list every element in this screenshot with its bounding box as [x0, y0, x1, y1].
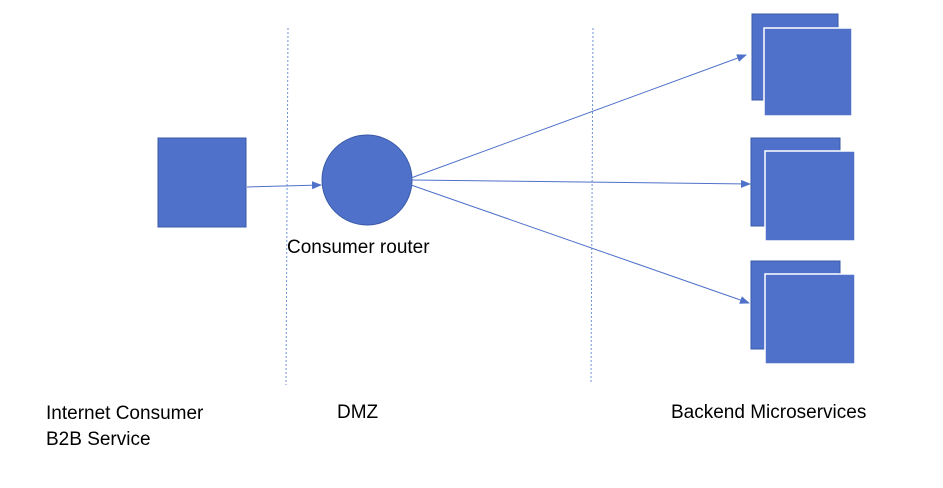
- zone-label-backend: Backend Microservices: [671, 402, 867, 423]
- arrow-router-to-service-top: [410, 54, 747, 179]
- backend-service-bottom: [750, 260, 856, 365]
- arrow-consumer-to-router: [246, 181, 322, 190]
- consumer-node: [157, 137, 247, 228]
- divider-dmz-backend: [590, 27, 594, 385]
- zone-label-consumer-line2: B2B Service: [46, 429, 151, 450]
- divider-consumer-dmz: [285, 27, 289, 386]
- backend-service-top: [751, 13, 853, 117]
- router-label: Consumer router: [287, 237, 430, 258]
- arrow-router-to-service-bottom: [410, 184, 750, 304]
- zone-label-consumer-line1: Internet Consumer: [46, 403, 204, 424]
- router-node: [321, 134, 413, 226]
- backend-service-middle: [750, 137, 856, 242]
- arrow-router-to-service-middle: [411, 179, 751, 188]
- zone-label-dmz: DMZ: [337, 402, 379, 423]
- zone-label-consumer: Internet Consumer B2B Service: [46, 401, 203, 453]
